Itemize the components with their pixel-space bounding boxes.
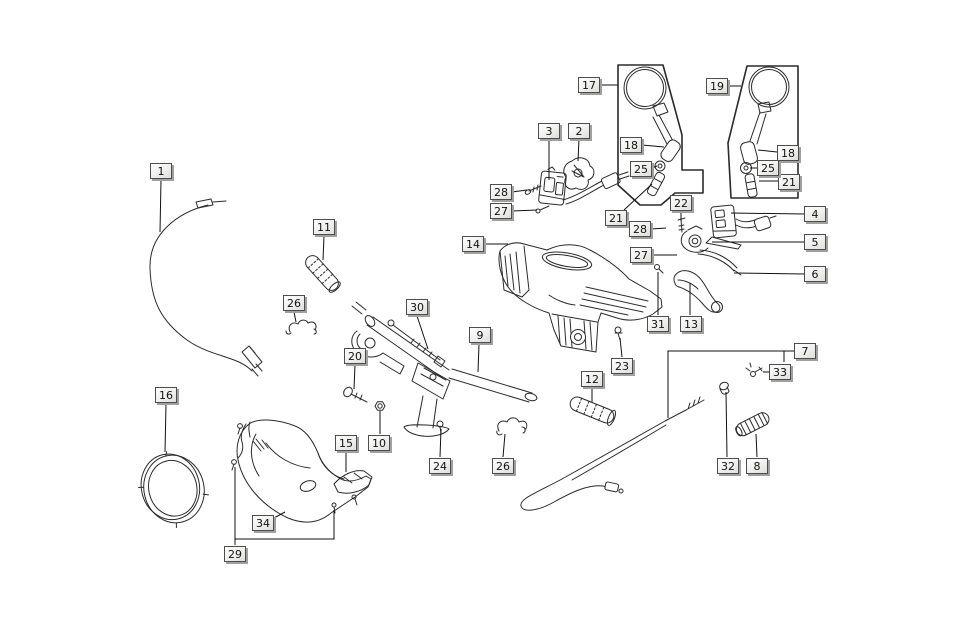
leader-line-25-left [651, 165, 658, 169]
leader-line-30 [416, 315, 429, 350]
callout-10[interactable]: 10 [368, 435, 390, 451]
leader-line-18-right [757, 149, 778, 153]
callout-13[interactable]: 13 [680, 316, 702, 332]
part-throttle-cable [520, 396, 705, 511]
leader-line-27-left [511, 209, 538, 212]
callout-17[interactable]: 17 [578, 77, 600, 93]
leader-line-1 [159, 179, 162, 233]
callout-33[interactable]: 33 [769, 364, 791, 380]
leader-line-28-left [511, 189, 528, 193]
part-switch-bracket [563, 157, 595, 190]
part-spring [735, 411, 770, 437]
callout-9[interactable]: 9 [469, 327, 491, 343]
part-switch-wire-connector [562, 171, 630, 205]
leader-line-26-left [293, 311, 297, 323]
callout-18-right[interactable]: 18 [777, 145, 799, 161]
callout-6[interactable]: 6 [804, 266, 826, 282]
callout-1[interactable]: 1 [150, 163, 172, 179]
leader-line-34 [273, 511, 286, 519]
leader-line-11 [322, 235, 325, 261]
leader-line-32 [725, 391, 728, 458]
part-nut [374, 401, 386, 411]
callout-28-right[interactable]: 28 [629, 221, 651, 237]
part-front-brake-cable [697, 249, 742, 276]
callout-16[interactable]: 16 [155, 387, 177, 403]
callout-27-right[interactable]: 27 [630, 247, 652, 263]
leader-line-4 [730, 212, 805, 215]
callout-7[interactable]: 7 [794, 343, 816, 359]
callout-12[interactable]: 12 [581, 371, 603, 387]
part-screw-27-left [535, 205, 550, 214]
leader-line-2 [577, 138, 580, 162]
callout-22[interactable]: 22 [670, 195, 692, 211]
callout-27-left[interactable]: 27 [490, 203, 512, 219]
callout-20[interactable]: 20 [344, 348, 366, 364]
part-throttle-grip-left [305, 255, 341, 293]
callout-19[interactable]: 19 [706, 78, 728, 94]
callout-21-left[interactable]: 21 [605, 210, 627, 226]
part-screw-tiny-31 [654, 264, 664, 274]
callout-25-right[interactable]: 25 [757, 160, 779, 176]
part-throttle-grip-right [569, 396, 617, 426]
part-clamp-screw-long [387, 319, 446, 368]
callout-24[interactable]: 24 [429, 458, 451, 474]
callout-15[interactable]: 15 [335, 435, 357, 451]
callout-4[interactable]: 4 [804, 206, 826, 222]
callout-32[interactable]: 32 [717, 458, 739, 474]
part-headlight-rim [138, 451, 209, 529]
leader-line-26-bottom [502, 433, 506, 458]
callout-5[interactable]: 5 [804, 234, 826, 250]
part-brake-lever [673, 270, 723, 313]
part-mirror-left-assembly [617, 64, 704, 206]
leader-line-6 [733, 272, 805, 275]
callout-34[interactable]: 34 [252, 515, 274, 531]
part-right-switch [710, 204, 777, 239]
part-hex-bolt [343, 386, 368, 403]
callout-30[interactable]: 30 [406, 299, 428, 315]
callout-18-left[interactable]: 18 [620, 137, 642, 153]
part-cable-clamp-bottom [496, 417, 528, 436]
part-mirror-right-assembly [727, 65, 799, 199]
callout-29[interactable]: 29 [224, 546, 246, 562]
part-transmission-cable-upper [149, 198, 263, 377]
leader-line-29-1 [235, 510, 335, 540]
leader-line-24 [439, 428, 442, 458]
leader-line-9 [477, 343, 480, 373]
part-lever-bracket [680, 225, 742, 253]
callout-21-right[interactable]: 21 [778, 174, 800, 190]
leader-line-20 [353, 364, 356, 390]
leader-line-8 [755, 433, 758, 458]
callout-8[interactable]: 8 [746, 458, 768, 474]
part-cable-clamp-left [285, 319, 317, 335]
leader-line-18-left [641, 144, 665, 148]
callout-3[interactable]: 3 [538, 123, 560, 139]
leader-line-28-right [650, 227, 667, 230]
callout-25-left[interactable]: 25 [630, 161, 652, 177]
callout-2[interactable]: 2 [568, 123, 590, 139]
callout-26-bottom[interactable]: 26 [492, 458, 514, 474]
callout-14[interactable]: 14 [462, 236, 484, 252]
part-rear-handlebar-cover [498, 242, 663, 353]
callout-26-left[interactable]: 26 [283, 295, 305, 311]
leader-line-23 [619, 337, 623, 358]
leader-line-16 [164, 403, 167, 453]
callout-11[interactable]: 11 [313, 219, 335, 235]
leader-line-21-left [623, 183, 653, 211]
callout-23[interactable]: 23 [611, 358, 633, 374]
callout-31[interactable]: 31 [647, 316, 669, 332]
leader-line-7 [667, 350, 794, 418]
callout-28-left[interactable]: 28 [490, 184, 512, 200]
part-adjuster-screw-33 [745, 362, 763, 377]
